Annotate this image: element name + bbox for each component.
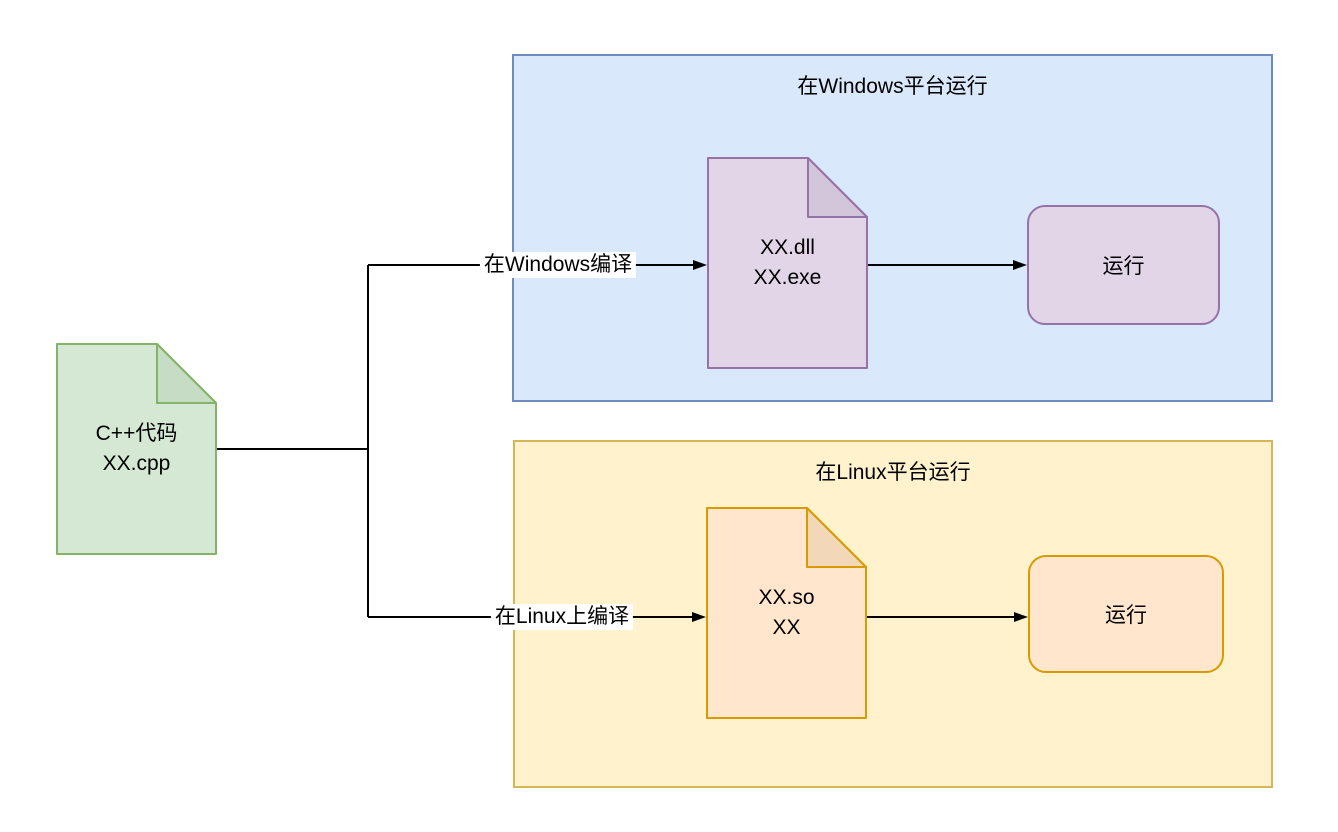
windows-run-label: 运行 [1102,255,1145,278]
linux-binaries-document-node: XX.so XX [706,507,867,719]
windows-run-box: 运行 [1027,205,1220,325]
document-icon [707,157,868,369]
linux-container-title: 在Linux平台运行 [815,461,971,484]
linux-binaries-line1: XX.so [758,586,815,609]
windows-binaries-label: XX.dll XX.exe [707,157,868,369]
document-icon [56,343,217,555]
source-doc-line1: C++代码 [95,422,178,445]
document-fold-icon [806,507,867,568]
linux-binaries-line2: XX [772,616,801,639]
source-doc-label: C++代码 XX.cpp [56,343,217,555]
windows-compile-edge-label: 在Windows编译 [479,252,637,278]
source-doc-line2: XX.cpp [102,452,171,475]
document-icon [706,507,867,719]
windows-binaries-line1: XX.dll [760,236,815,259]
document-fold-icon [807,157,868,218]
linux-binaries-label: XX.so XX [706,507,867,719]
linux-compile-edge-label: 在Linux上编译 [490,604,634,630]
windows-binaries-line2: XX.exe [753,266,822,289]
source-code-document-node: C++代码 XX.cpp [56,343,217,555]
document-fold-icon [156,343,217,404]
windows-binaries-document-node: XX.dll XX.exe [707,157,868,369]
linux-run-box: 运行 [1028,555,1224,673]
windows-container-title: 在Windows平台运行 [797,75,988,98]
linux-run-label: 运行 [1105,604,1147,627]
